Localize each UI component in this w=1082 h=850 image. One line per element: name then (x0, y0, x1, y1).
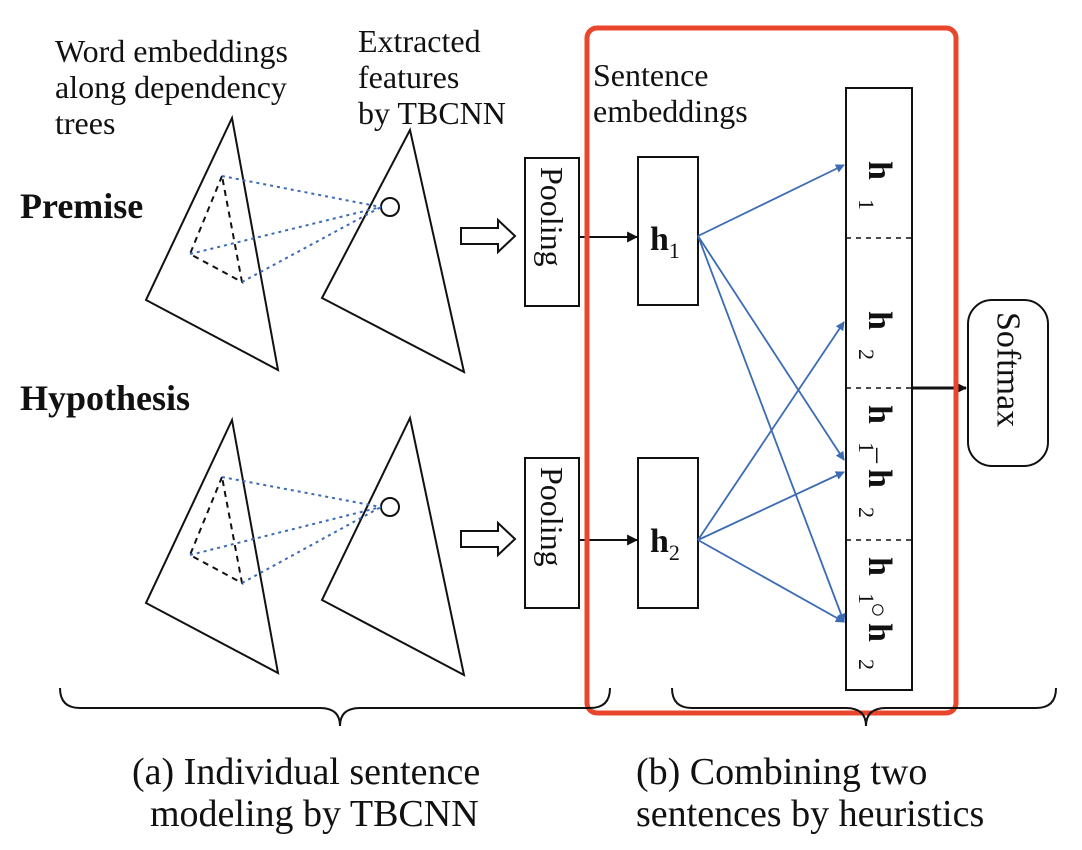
svg-text:1: 1 (854, 199, 879, 210)
svg-text:h: h (861, 557, 898, 576)
svg-text:1: 1 (854, 593, 879, 604)
heuristics-highlight-box (584, 25, 959, 716)
softmax-label: Softmax (990, 312, 1027, 427)
svg-text:h: h (861, 469, 898, 488)
h2-vector-label: h2 (650, 523, 680, 565)
premise-pooling-label: Pooling (534, 167, 570, 267)
concatenated-vector-box (845, 87, 913, 691)
hypothesis-hollow-arrow (460, 520, 517, 558)
svg-text:h: h (861, 623, 898, 642)
hypothesis-label: Hypothesis (20, 378, 190, 418)
hypothesis-pooling-label: Pooling (534, 467, 570, 567)
svg-text:2: 2 (854, 349, 879, 360)
h1-vector-label: h1 (650, 221, 680, 263)
svg-text:h: h (861, 161, 898, 180)
brace-a (59, 687, 611, 727)
h1-vector-box (637, 156, 699, 306)
svg-text:–: – (863, 447, 896, 464)
svg-text:2: 2 (854, 659, 879, 670)
premise-label: Premise (20, 186, 143, 226)
premise-feature-tree (320, 127, 466, 374)
svg-text:○: ○ (864, 602, 893, 618)
premise-pooling-box (524, 157, 580, 307)
segment-h1-minus-h2: h 1 – h 2 (854, 405, 898, 518)
heuristic-connections (697, 164, 846, 623)
svg-text:h: h (861, 405, 898, 424)
svg-text:2: 2 (854, 507, 879, 518)
extracted-features-label: Extracted features by TBCNN (358, 23, 506, 131)
hypothesis-pooling-box (524, 457, 580, 609)
premise-convolution-lines (189, 175, 382, 283)
segment-h2: h 2 (854, 311, 898, 360)
caption-b: (b) Combining two sentences by heuristic… (636, 751, 984, 835)
premise-feature-node (380, 197, 400, 217)
svg-text:1: 1 (854, 442, 879, 453)
brace-b (671, 687, 1057, 727)
caption-a: (a) Individual sentence modeling by TBCN… (132, 751, 490, 835)
segment-h1: h 1 (854, 161, 898, 210)
hypothesis-word-tree (144, 416, 280, 675)
h2-vector-box (637, 457, 699, 609)
segment-h1-circ-h2: h 1 ○ h 2 (854, 557, 898, 670)
svg-text:h: h (861, 311, 898, 330)
hypothesis-feature-node (380, 497, 400, 517)
softmax-box (967, 299, 1049, 467)
premise-word-tree (144, 114, 280, 372)
sentence-embeddings-label: Sentence embeddings (593, 57, 748, 129)
premise-hollow-arrow (460, 217, 517, 255)
hypothesis-feature-tree (320, 414, 466, 677)
segment-dividers (846, 237, 912, 541)
word-embeddings-label: Word embeddings along dependency trees (55, 33, 296, 141)
hypothesis-convolution-lines (189, 476, 382, 584)
